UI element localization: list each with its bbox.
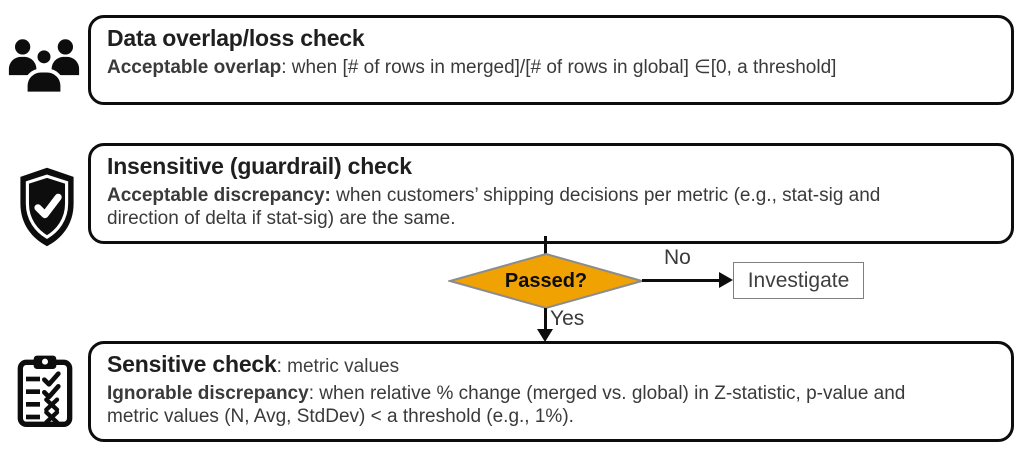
no-edge-label: No <box>664 246 691 269</box>
checklist-icon <box>17 355 73 428</box>
arrowhead-right-icon <box>719 272 733 288</box>
body-lead: Acceptable overlap <box>107 56 282 78</box>
box-body: Acceptable discrepancy: when customers’ … <box>107 184 995 230</box>
insensitive-check-box: Insensitive (guardrail) check Acceptable… <box>88 143 1014 244</box>
box-body: Ignorable discrepancy: when relative % c… <box>107 382 995 428</box>
body-rest: : when relative % change (merged vs. glo… <box>107 382 906 427</box>
investigate-box: Investigate <box>733 262 864 299</box>
title-main: Sensitive check <box>107 351 277 377</box>
box-title: Data overlap/loss check <box>107 25 365 51</box>
title-suffix: : metric values <box>276 356 400 377</box>
box-title: Sensitive check: metric values <box>107 350 995 379</box>
decision-diamond: Passed? <box>448 252 644 310</box>
body-rest: : when [# of rows in merged]/[# of rows … <box>281 56 837 78</box>
body-lead: Ignorable discrepancy <box>107 382 309 404</box>
data-overlap-check-box: Data overlap/loss check Acceptable overl… <box>88 15 1014 105</box>
decision-label: Passed? <box>504 269 588 292</box>
yes-edge-label: Yes <box>550 307 585 330</box>
connector-diamond-to-investigate <box>642 279 720 282</box>
body-lead: Acceptable discrepancy: <box>107 184 331 206</box>
arrowhead-down-icon <box>537 329 553 342</box>
shield-check-icon <box>20 167 74 247</box>
sensitive-check-box: Sensitive check: metric values Ignorable… <box>88 341 1014 442</box>
box-title: Insensitive (guardrail) check <box>107 153 412 179</box>
box-body: Acceptable overlap: when [# of rows in m… <box>107 56 995 79</box>
connector-box2-to-diamond <box>544 236 547 254</box>
body-rest: when customers’ shipping decisions per m… <box>107 184 881 229</box>
people-group-icon <box>8 39 80 95</box>
connector-diamond-to-box3 <box>544 308 547 331</box>
